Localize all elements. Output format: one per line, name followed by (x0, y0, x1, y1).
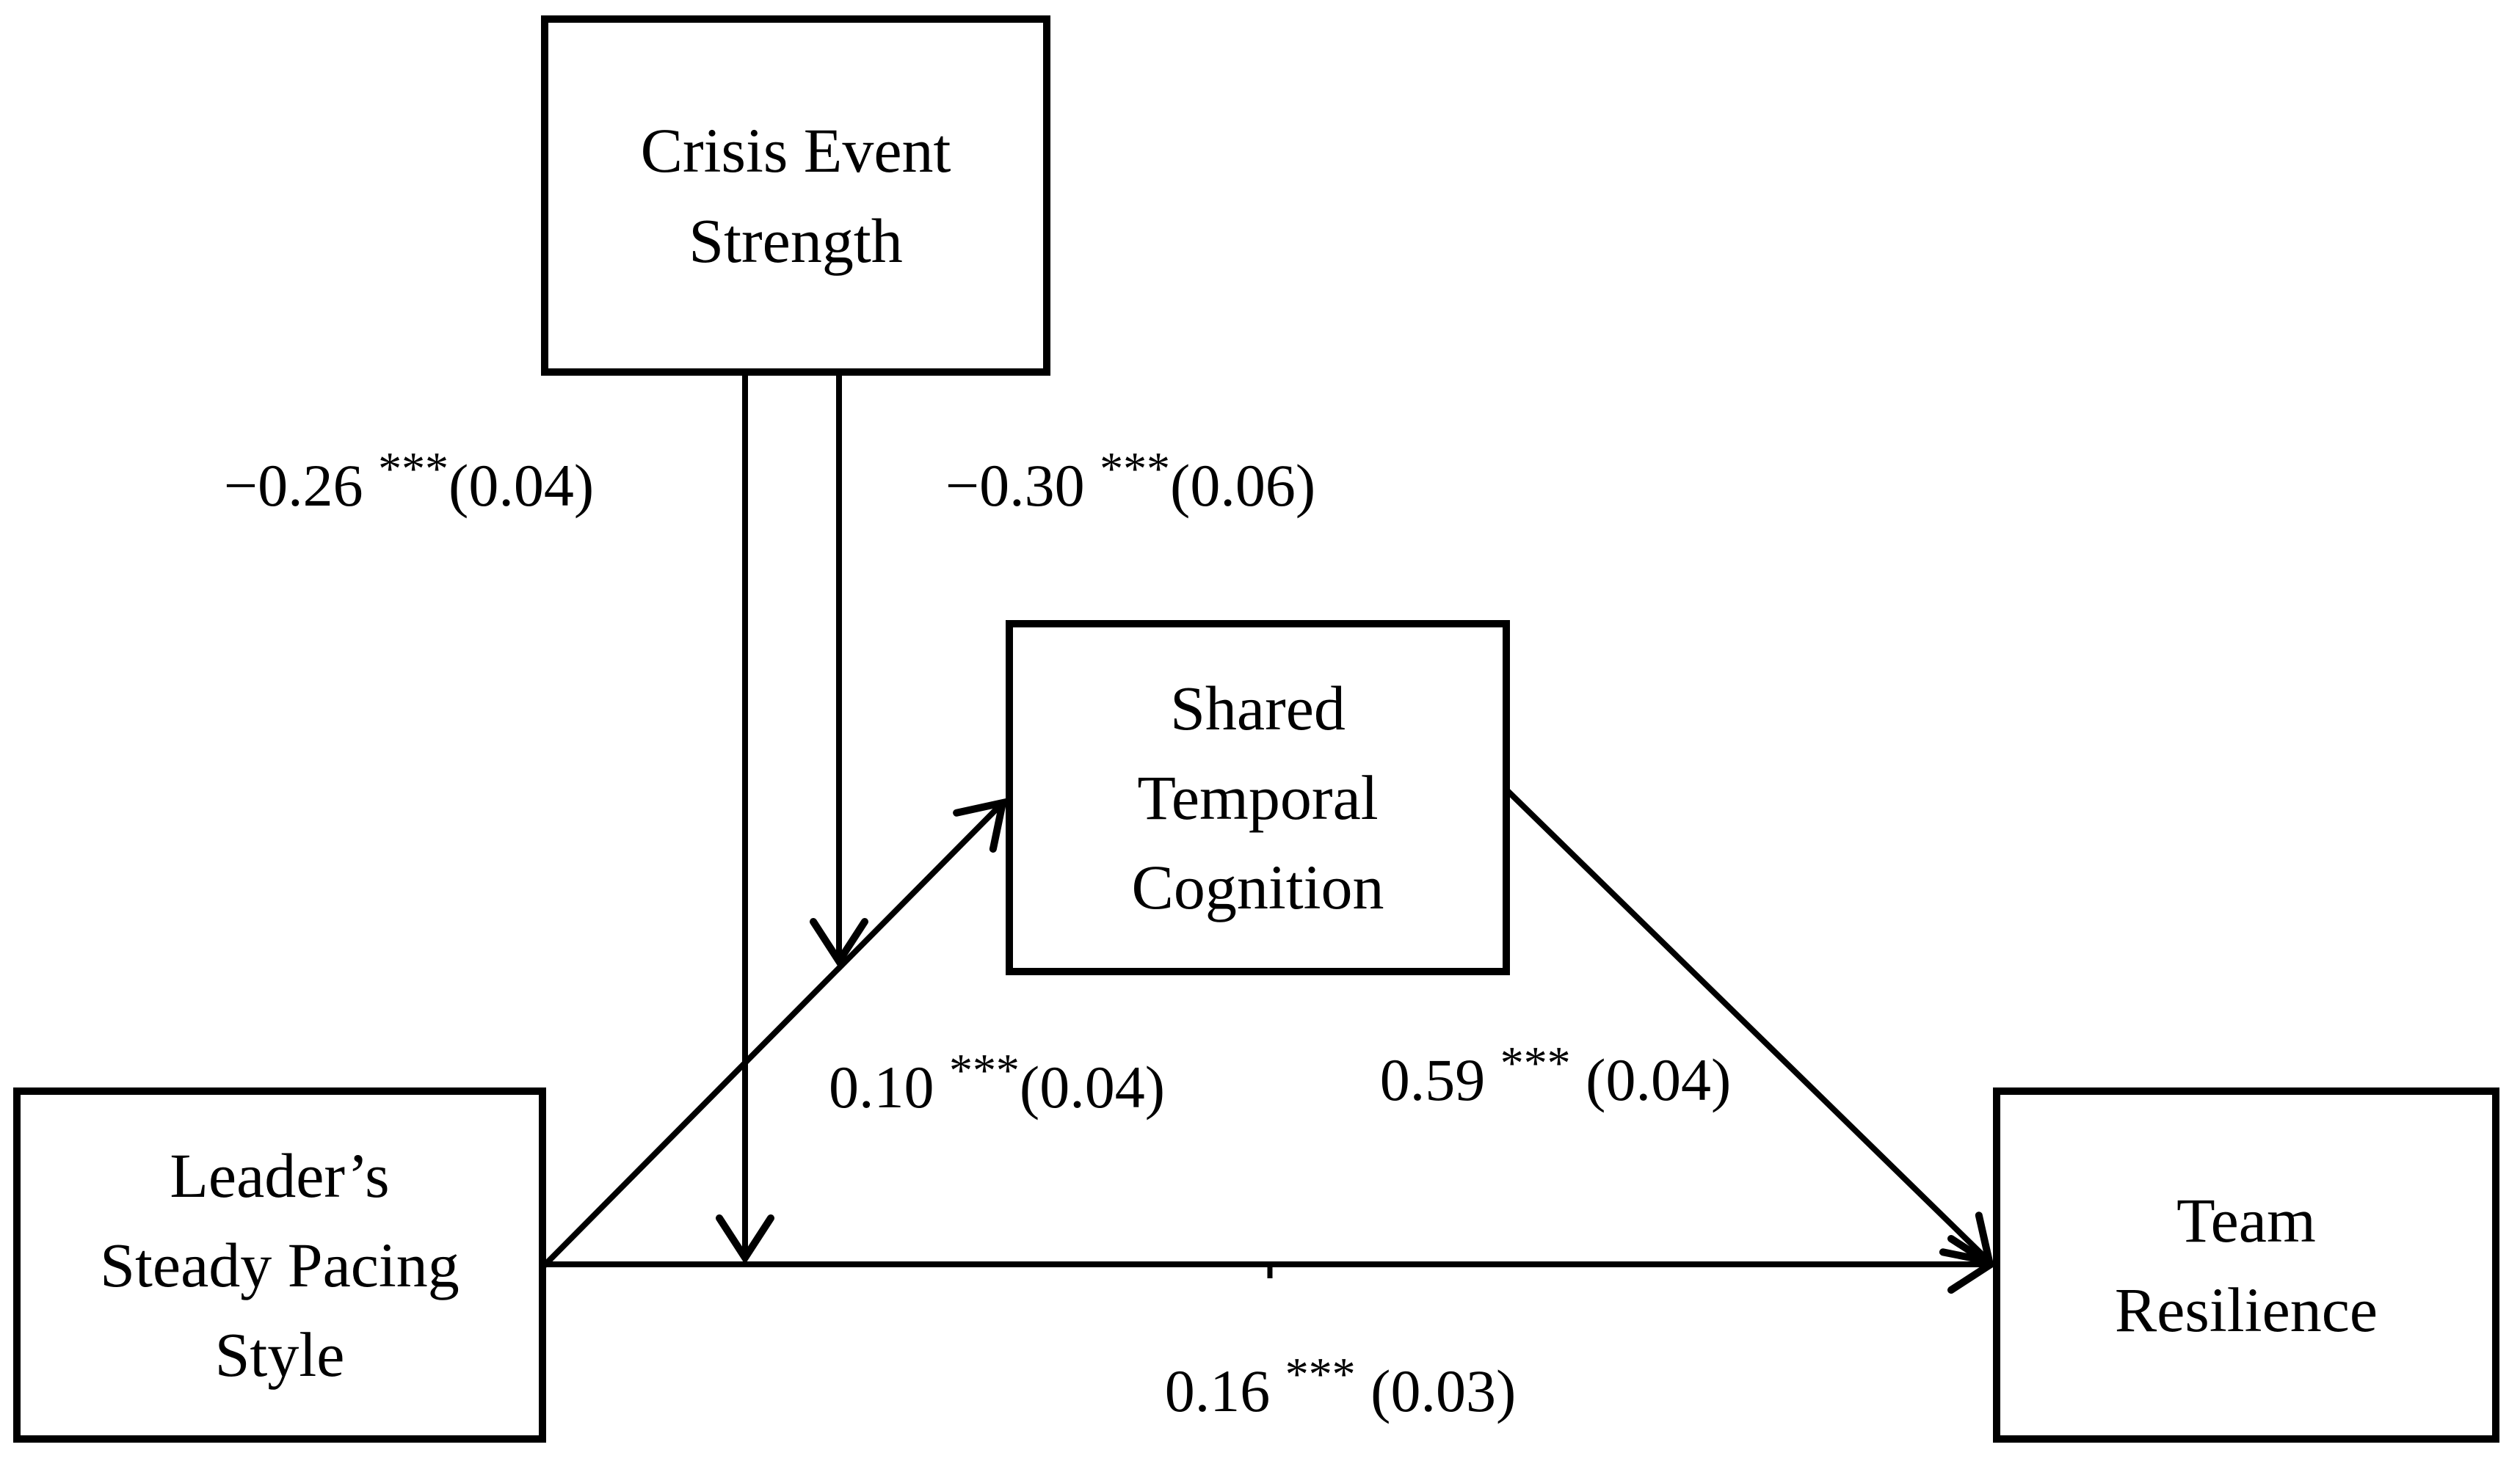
node-label-line: Strength (689, 205, 903, 276)
standard-error: (0.04) (1019, 1054, 1166, 1121)
coefficient-value: −0.26 (223, 452, 379, 519)
arrow-cognition-to-team (1504, 787, 1994, 1267)
significance-stars: *** (1500, 1037, 1571, 1090)
node-leaders-steady-pacing-style: Leader’s Steady Pacing Style (13, 1087, 546, 1443)
coefficient-value: −0.30 (945, 452, 1100, 519)
significance-stars: *** (948, 1044, 1020, 1097)
label-moderation-direct-path: −0.26 ***(0.04) (224, 445, 594, 516)
significance-stars: *** (1285, 1348, 1356, 1401)
node-label-line: Steady Pacing (100, 1229, 460, 1300)
node-shared-temporal-cognition: Shared Temporal Cognition (1006, 620, 1510, 975)
node-team-resilience: Team Resilience (1993, 1087, 2499, 1443)
node-label-line: Leader’s (170, 1140, 390, 1211)
significance-stars: *** (378, 442, 449, 495)
arrow-leader-to-cognition (541, 798, 1008, 1269)
node-label-line: Style (214, 1319, 345, 1391)
label-moderation-a-path: −0.30 ***(0.06) (945, 445, 1315, 516)
significance-stars: *** (1100, 442, 1171, 495)
coefficient-value: 0.59 (1379, 1046, 1500, 1113)
label-b-path: 0.59 *** (0.04) (1380, 1040, 1732, 1110)
node-label-line: Crisis Event (640, 115, 951, 186)
standard-error: (0.06) (1170, 452, 1316, 519)
node-label-line: Cognition (1131, 852, 1384, 923)
label-direct-path: 0.16 *** (0.03) (1164, 1351, 1517, 1424)
node-label-line: Resilience (2114, 1275, 2378, 1345)
node-label-line: Team (2176, 1184, 2316, 1256)
node-label-line: Temporal (1137, 762, 1379, 833)
node-crisis-event-strength: Crisis Event Strength (541, 15, 1050, 376)
coefficient-value: 0.16 (1164, 1358, 1285, 1424)
node-label-line: Shared (1170, 672, 1346, 743)
standard-error: (0.04) (449, 452, 595, 519)
standard-error: (0.03) (1355, 1358, 1517, 1424)
coefficient-value: 0.10 (828, 1054, 949, 1121)
label-a-path: 0.10 ***(0.04) (828, 1047, 1166, 1121)
standard-error: (0.04) (1570, 1046, 1732, 1113)
